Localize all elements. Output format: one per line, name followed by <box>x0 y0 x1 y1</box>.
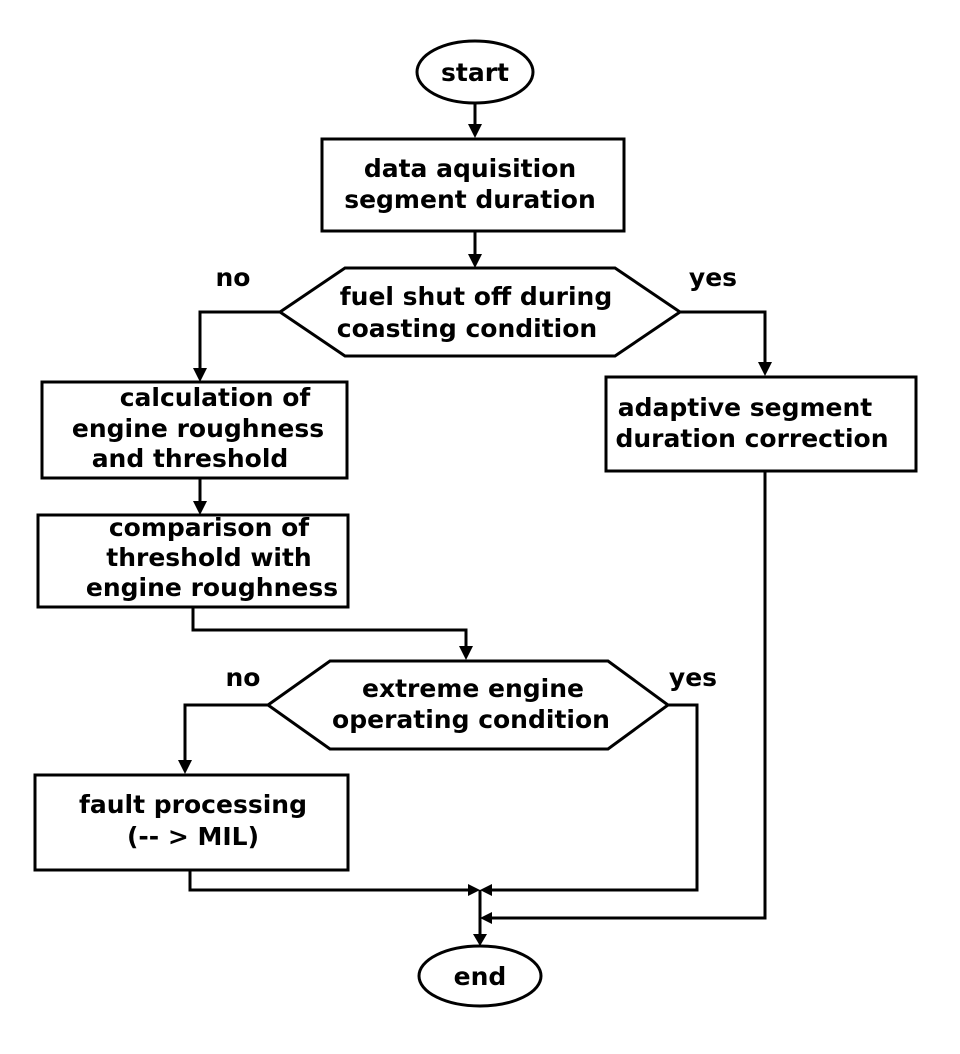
connector-fault-merge <box>188 870 468 892</box>
connector-extreme-yes <box>492 703 699 892</box>
arrowhead <box>468 254 482 268</box>
acquisition-label-line1: data aquisition <box>364 154 576 183</box>
end-label: end <box>454 962 507 991</box>
fuel-no-label: no <box>216 263 251 292</box>
arrowhead <box>459 646 473 660</box>
fuel-yes-label: yes <box>689 263 737 292</box>
arrowhead <box>473 934 487 946</box>
connector-comparison-extreme <box>191 607 468 648</box>
fuel-decision-label-line2: coasting condition <box>337 314 597 343</box>
connector-fuel-no <box>198 310 280 370</box>
fault-label-line1: fault processing <box>79 790 307 819</box>
arrowhead <box>178 760 192 774</box>
extreme-decision-label-line2: operating condition <box>332 705 610 734</box>
fault-label-line2: (-- > MIL) <box>127 822 259 851</box>
connector-fuel-yes <box>680 310 767 364</box>
calculation-box <box>40 380 349 480</box>
calculation-label-line3: and threshold <box>92 444 289 473</box>
comparison-label-line3: engine roughness <box>86 573 338 602</box>
arrowhead <box>480 884 492 896</box>
arrowhead <box>758 362 772 376</box>
arrowhead <box>468 884 480 896</box>
end-terminal <box>417 944 543 1008</box>
fuel-decision-label-line1: fuel shut off during <box>340 282 612 311</box>
calculation-label-line2: engine roughness <box>72 414 324 443</box>
extreme-decision-label-line1: extreme engine <box>362 674 584 703</box>
adaptive-box <box>604 375 918 473</box>
arrowhead <box>468 124 482 138</box>
start-label: start <box>441 58 509 87</box>
acquisition-box <box>320 137 626 233</box>
connector-extreme-no <box>183 703 268 762</box>
arrowhead <box>193 501 207 515</box>
fault-box <box>33 773 350 872</box>
comparison-label-line2: threshold with <box>106 543 311 572</box>
extreme-yes-label: yes <box>669 663 717 692</box>
extreme-no-label: no <box>226 663 261 692</box>
connector-adaptive-end <box>492 471 767 920</box>
arrowhead <box>193 368 207 382</box>
adaptive-label-line2: duration correction <box>615 424 888 453</box>
comparison-box <box>36 513 350 609</box>
acquisition-label-line2: segment duration <box>344 185 596 214</box>
comparison-label-line1: comparison of <box>109 513 310 542</box>
arrowhead <box>480 912 492 924</box>
calculation-label-line1: calculation of <box>120 383 312 412</box>
adaptive-label-line1: adaptive segment <box>618 393 873 422</box>
